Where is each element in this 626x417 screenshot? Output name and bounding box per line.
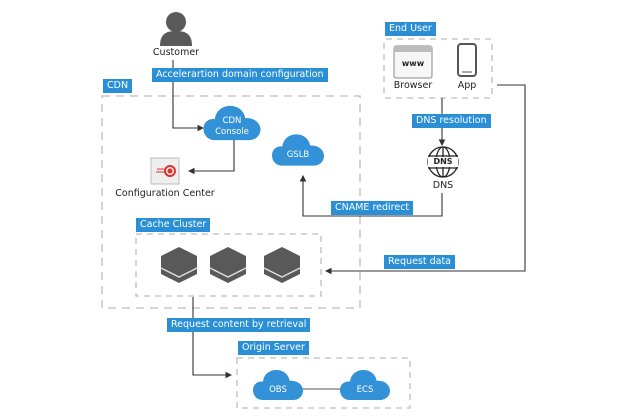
edge-label-cname-redirect: CNAME redirect (331, 201, 414, 215)
browser-www-text: www (401, 59, 425, 68)
edge-customer-to-console (172, 60, 205, 132)
customer-icon (160, 12, 192, 46)
group-label-cdn: CDN (103, 79, 133, 93)
app-phone-icon (457, 43, 477, 77)
obs-label: OBS (269, 385, 287, 395)
edge-cache-to-origin (192, 297, 233, 379)
cache-cluster-group-border (135, 233, 322, 297)
cdn-console-label-line1: CDN (222, 116, 242, 126)
edge-label-acceleration-config: Accelerartion domain configuration (152, 68, 328, 82)
group-label-cache-cluster: Cache Cluster (136, 218, 211, 232)
configuration-center-label: Configuration Center (115, 188, 215, 199)
browser-label: Browser (393, 80, 433, 91)
edge-label-request-data: Request data (384, 255, 456, 269)
edge-app-to-cache (324, 84, 526, 275)
dns-label: DNS (432, 180, 454, 191)
edge-console-to-config (187, 138, 235, 175)
app-label: App (457, 80, 477, 91)
cache-server-icon (160, 247, 198, 283)
group-label-end-user: End User (385, 22, 436, 36)
gslb-label: GSLB (286, 150, 310, 160)
edge-label-dns-resolution: DNS resolution (412, 114, 491, 128)
browser-icon (393, 45, 433, 79)
group-label-origin-server: Origin Server (238, 341, 309, 355)
edge-dns-to-gslb (299, 174, 443, 217)
configuration-center-icon (150, 157, 180, 185)
edge-label-request-content: Request content by retrieval (167, 318, 311, 332)
origin-server-group-border (236, 357, 411, 409)
cache-server-icon (263, 247, 301, 283)
dns-globe-text: DNS (433, 157, 453, 166)
ecs-label: ECS (356, 385, 374, 395)
cache-server-icon (209, 247, 247, 283)
cdn-console-label: CDN Console (203, 116, 261, 138)
cdn-console-label-line2: Console (215, 127, 249, 137)
customer-label: Customer (152, 47, 200, 58)
end-user-group-border (383, 38, 493, 99)
